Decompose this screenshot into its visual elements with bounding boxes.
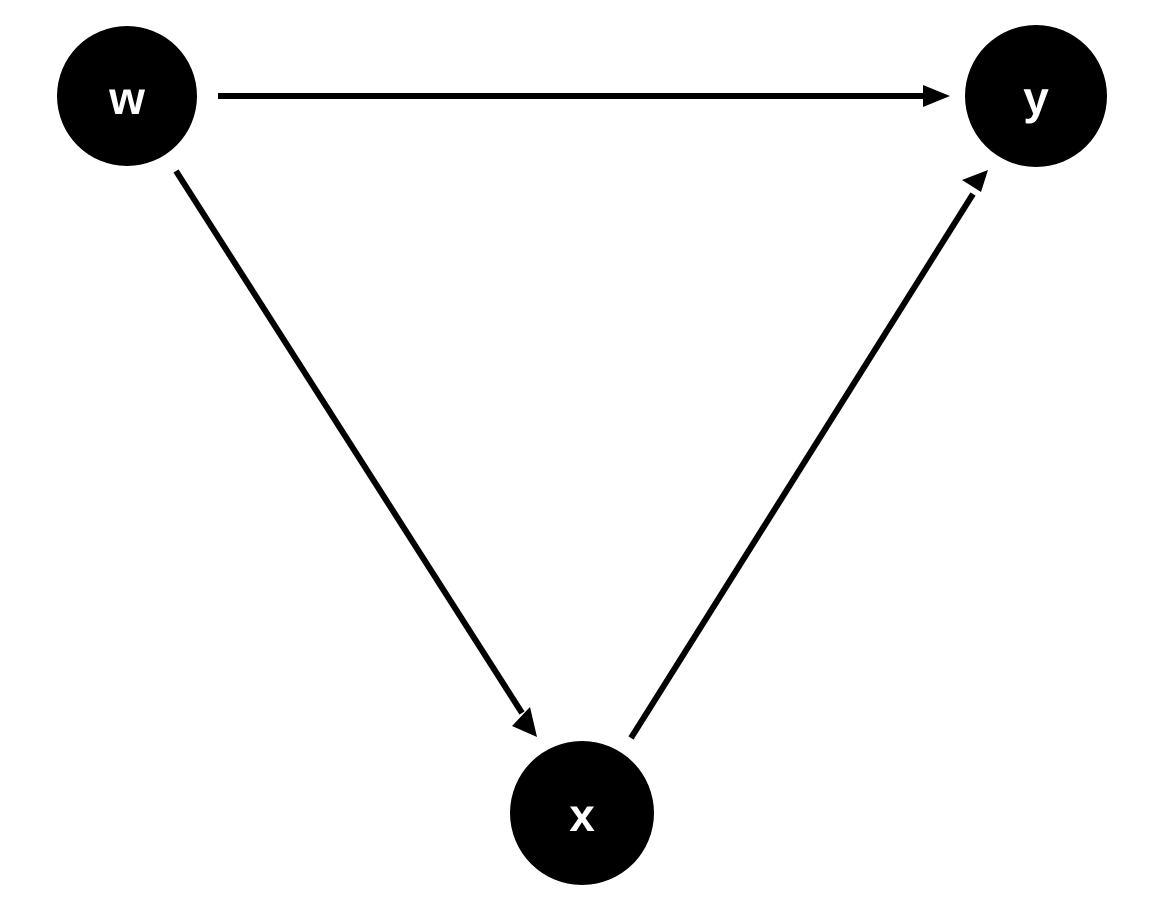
- node-y-circle: [965, 25, 1107, 167]
- node-y[interactable]: y: [965, 25, 1107, 167]
- arrowhead-icon-x-to-y: [962, 170, 988, 192]
- node-w-circle: [57, 26, 197, 166]
- node-x-circle: [510, 741, 654, 885]
- arrowhead-icon-w-to-x: [512, 707, 537, 737]
- node-w[interactable]: w: [57, 26, 197, 166]
- node-x-label: x: [569, 789, 595, 841]
- edge-x-to-y-line: [628, 192, 976, 740]
- edge-w-to-x[interactable]: [173, 169, 537, 737]
- node-x[interactable]: x: [510, 741, 654, 885]
- edge-w-to-y[interactable]: [218, 85, 950, 107]
- node-y-label: y: [1023, 72, 1049, 124]
- arrowhead-icon-w-to-y: [923, 85, 950, 107]
- node-w-label: w: [108, 72, 145, 124]
- edge-x-to-y[interactable]: [628, 170, 988, 740]
- edge-w-to-x-line: [173, 169, 525, 715]
